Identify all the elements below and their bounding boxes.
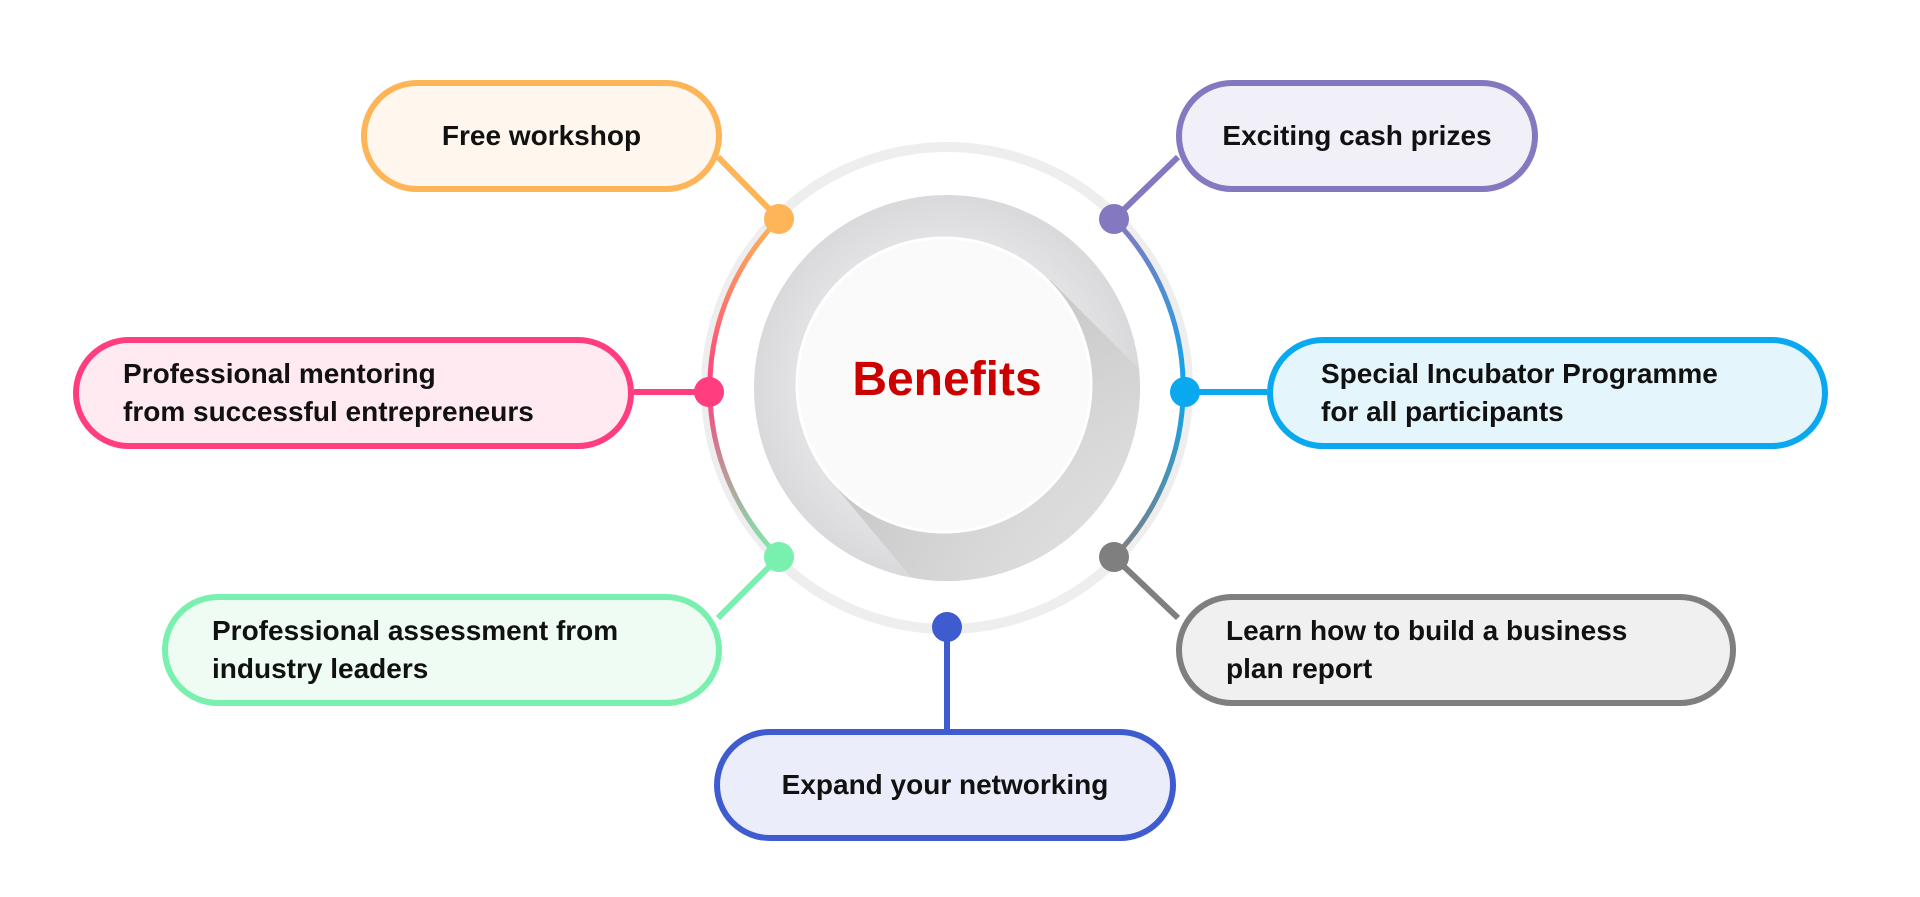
center-inner-disk xyxy=(795,236,1093,534)
benefit-business-plan: Learn how to build a business plan report xyxy=(1176,594,1736,706)
benefit-line2: industry leaders xyxy=(212,653,429,684)
benefit-mentoring: Professional mentoring from successful en… xyxy=(73,337,634,449)
benefit-incubator: Special Incubator Programme for all parti… xyxy=(1267,337,1828,449)
benefit-label: Expand your networking xyxy=(781,769,1109,800)
benefit-networking: Expand your networking xyxy=(714,729,1176,841)
benefit-line1: Professional mentoring xyxy=(123,358,436,389)
benefit-assessment: Professional assessment from industry lea… xyxy=(162,594,722,706)
dot-free-workshop xyxy=(764,204,794,234)
benefit-label: Exciting cash prizes xyxy=(1222,120,1492,151)
dot-incubator xyxy=(1170,377,1200,407)
benefit-line1: Special Incubator Programme xyxy=(1321,358,1718,389)
dot-networking xyxy=(932,612,962,642)
benefit-line2: plan report xyxy=(1226,653,1373,684)
benefit-line1: Professional assessment from xyxy=(212,615,619,646)
benefit-label: Free workshop xyxy=(441,120,642,151)
dot-cash-prizes xyxy=(1099,204,1129,234)
benefit-free-workshop: Free workshop xyxy=(361,80,722,192)
benefit-cash-prizes: Exciting cash prizes xyxy=(1176,80,1538,192)
dot-mentoring xyxy=(694,377,724,407)
benefit-line2: from successful entrepreneurs xyxy=(123,396,534,427)
benefit-line2: for all participants xyxy=(1321,396,1564,427)
center-title: Benefits xyxy=(852,353,1042,406)
benefit-line1: Learn how to build a business xyxy=(1226,615,1628,646)
dot-assessment xyxy=(764,542,794,572)
dot-business-plan xyxy=(1099,542,1129,572)
